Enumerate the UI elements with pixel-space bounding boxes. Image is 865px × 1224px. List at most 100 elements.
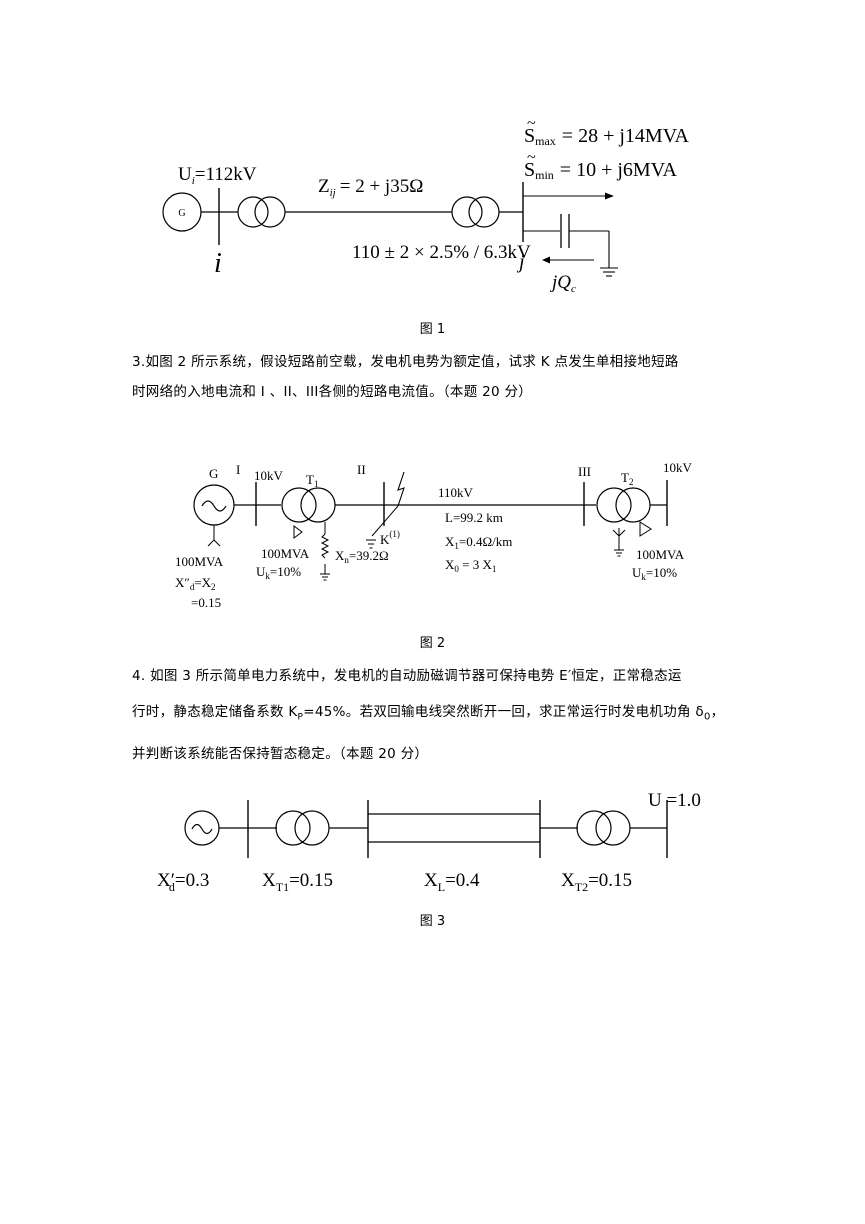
xt2-sub: T2 xyxy=(575,880,588,894)
question-4-line-2: 行时，静态稳定储备系数 KP=45%。若双回输电线突然断开一回，求正常运行时发电… xyxy=(132,694,752,736)
xt1-value: =0.15 xyxy=(289,870,333,891)
t1-delta-icon xyxy=(293,525,303,539)
t1-uk-sub: k xyxy=(265,571,270,581)
svg-text:T2: T2 xyxy=(621,470,633,487)
s-max-value: = 28 + j14MVA xyxy=(562,125,690,147)
gen-x-mid: =X xyxy=(194,575,211,590)
gen-x-value: =0.15 xyxy=(191,595,221,610)
t2-sub: 2 xyxy=(629,477,634,487)
t2-label: T xyxy=(621,470,629,485)
question-4-delta-sub: 0 xyxy=(703,711,711,723)
svg-text:X″d=X2: X″d=X2 xyxy=(175,575,216,592)
xl-sub: L xyxy=(438,880,445,894)
fault-lightning-icon xyxy=(397,471,405,507)
svg-text:X′d=0.3: X′d=0.3 xyxy=(157,870,209,894)
voltage-110kv: 110kV xyxy=(438,485,474,500)
s-max-label: S xyxy=(524,125,535,147)
fault-label: K xyxy=(380,532,390,547)
t1-label: T xyxy=(306,472,314,487)
svg-text:T1: T1 xyxy=(306,472,318,489)
line-x0-sub: 0 xyxy=(454,564,459,574)
svg-text:Smax= 28 + j14MVA: Smax = 28 + j14MVA xyxy=(524,125,690,148)
question-4: 4. 如图 3 所示简单电力系统中，发电机的自动励磁调节器可保持电势 E′恒定，… xyxy=(132,658,752,772)
question-4-line-2a: 行时，静态稳定储备系数 K xyxy=(132,704,298,720)
line-x0-label: X xyxy=(445,557,455,572)
svg-text:X1=0.4Ω/km: X1=0.4Ω/km xyxy=(445,534,512,551)
xn-label: X xyxy=(335,548,345,563)
question-4-line-3: 并判断该系统能否保持暂态稳定。（本题 20 分） xyxy=(132,745,429,762)
s-max-sub: max xyxy=(535,134,556,148)
transformer-ratio: 110 ± 2 × 2.5% / 6.3kV xyxy=(352,242,531,263)
line-length: L=99.2 km xyxy=(445,510,503,525)
t1-sub: 1 xyxy=(314,479,319,489)
bus-2-label: II xyxy=(357,462,366,477)
t1-coil-b xyxy=(300,487,336,523)
s-min-value: = 10 + j6MVA xyxy=(560,159,678,181)
xd-sub: d xyxy=(169,880,175,894)
bus-1-label: I xyxy=(236,462,240,477)
figure-3-caption: 图 3 xyxy=(419,914,446,929)
xt1-sub: T1 xyxy=(276,880,289,894)
gen-label: G xyxy=(209,466,218,481)
t2-delta-icon xyxy=(639,521,652,537)
line-x1-sub: 1 xyxy=(454,541,459,551)
gen-x-sub: d xyxy=(190,582,195,592)
s-min-sub: min xyxy=(535,168,554,182)
xt2-value: =0.15 xyxy=(588,870,632,891)
question-3-line-2: 时网络的入地电流和 I 、II、III各侧的短路电流值。（本题 20 分） xyxy=(132,384,533,400)
xl-label: X xyxy=(424,870,438,891)
generator-2-sine-icon xyxy=(201,500,227,512)
xn-reactor-icon xyxy=(320,533,330,559)
t1-uk-label: U xyxy=(256,564,266,579)
fig3-t2-coil-b xyxy=(595,810,631,846)
svg-text:Smin= 10 + j6MVA: Smin = 10 + j6MVA xyxy=(524,159,678,182)
question-4-line-1: 4. 如图 3 所示简单电力系统中，发电机的自动励磁调节器可保持电势 E′恒定，… xyxy=(132,668,682,684)
xl-value: =0.4 xyxy=(445,870,480,891)
qc-label: jQ xyxy=(549,272,571,293)
zij-sub: ij xyxy=(330,187,336,199)
u-label: U =1.0 xyxy=(648,790,701,811)
generator-label: G xyxy=(178,208,185,219)
qc-sub: c xyxy=(571,283,576,295)
xn-sub: n xyxy=(344,555,349,565)
xt1-label: X xyxy=(262,870,276,891)
figure-3-diagram: U =1.0 X′d=0.3 XT1=0.15 XL=0.4 XT2=0.15 xyxy=(157,790,701,894)
t2-coil-b xyxy=(615,487,651,523)
question-4-kp-sub: P xyxy=(297,712,304,723)
svg-text:Zij= 2 + j35Ω: Zij= 2 + j35Ω xyxy=(318,176,423,199)
svg-text:XT2=0.15: XT2=0.15 xyxy=(561,870,632,894)
ui-value: =112kV xyxy=(195,164,257,185)
question-3-line-1: 3.如图 2 所示系统，假设短路前空载，发电机电势为额定值，试求 K 点发生单相… xyxy=(132,354,679,370)
figure-1-diagram: ~ Smax= 28 + j14MVA ~ Smin= 10 + j6MVA U… xyxy=(162,115,690,295)
line-x1-label: X xyxy=(445,534,455,549)
svg-text:X0 = 3 X1: X0 = 3 X1 xyxy=(445,557,496,574)
xn-value: =39.2Ω xyxy=(349,548,389,563)
t1-mva: 100MVA xyxy=(261,546,310,561)
figure-1-caption: 图 1 xyxy=(419,322,446,337)
svg-text:Ui=112kV: Ui=112kV xyxy=(178,164,257,187)
figure-2-diagram: G I 10kV T1 II 110kV III T2 10kV Xn=3 xyxy=(175,460,693,610)
t2-uk-label: U xyxy=(632,565,642,580)
t2-coil-a xyxy=(596,487,632,523)
svg-text:Uk=10%: Uk=10% xyxy=(632,565,677,582)
question-4-line-2b: =45%。若双回输电线突然断开一回，求正常运行时发电机功角 δ xyxy=(303,704,704,720)
svg-text:XL=0.4: XL=0.4 xyxy=(424,870,480,894)
bus-3-label: III xyxy=(578,464,591,479)
line-x0-sub2: 1 xyxy=(492,564,497,574)
ui-sub: i xyxy=(192,175,195,187)
transformer-2-coil-b xyxy=(468,196,500,228)
fig3-t1-coil-a xyxy=(275,810,311,846)
gen-mva: 100MVA xyxy=(175,554,224,569)
gen-x-label: X″ xyxy=(175,575,190,590)
s-min-label: S xyxy=(524,159,535,181)
s-tilde-max: ~ xyxy=(527,115,536,132)
xd-value: =0.3 xyxy=(175,870,209,891)
svg-text:K(1): K(1) xyxy=(380,529,400,547)
t2-mva: 100MVA xyxy=(636,547,685,562)
fig3-t2-coil-a xyxy=(576,810,612,846)
generator-3-sine-icon xyxy=(191,823,213,835)
transformer-1-coil-a xyxy=(237,196,269,228)
gen-wye-icon xyxy=(207,534,221,547)
xd-label: X′ xyxy=(157,870,175,891)
svg-text:XT1=0.15: XT1=0.15 xyxy=(262,870,333,894)
